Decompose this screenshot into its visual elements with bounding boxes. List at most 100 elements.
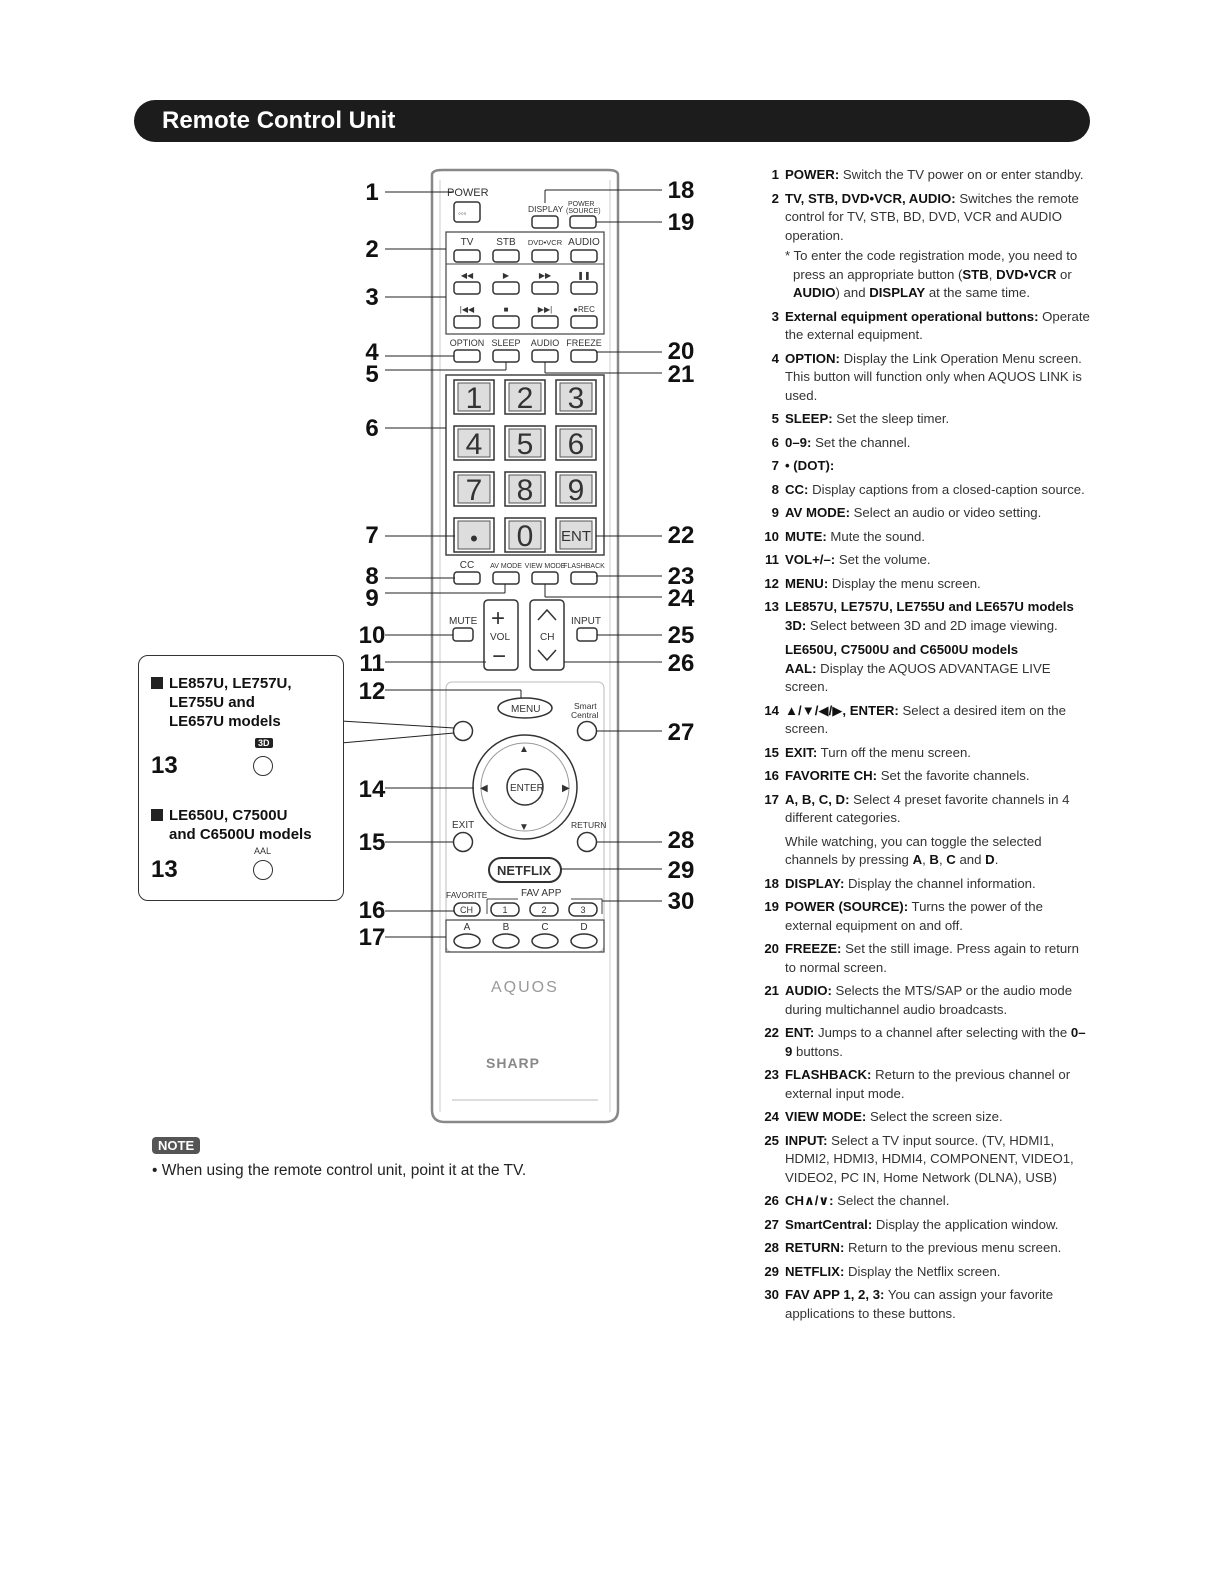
transport-button	[570, 315, 598, 329]
transport-button	[570, 281, 598, 295]
callout-number: 3	[365, 284, 378, 311]
device-button	[570, 249, 598, 263]
fav-app-label: 2	[541, 905, 546, 915]
transport-button	[531, 315, 559, 329]
number-label: 4	[466, 428, 483, 461]
device-button	[453, 249, 481, 263]
svg-text:+: +	[491, 605, 505, 632]
menu-button	[497, 697, 553, 719]
transport-button	[453, 281, 481, 295]
number-label: 7	[466, 474, 483, 507]
device-label: DVD•VCR	[528, 238, 563, 247]
svg-text:INPUT: INPUT	[571, 616, 601, 627]
svg-text:CH: CH	[540, 632, 554, 643]
callout-13a: 13	[151, 752, 178, 779]
callout-number: 23	[668, 563, 695, 590]
fav-app-label: 3	[580, 905, 585, 915]
callout-number: 2	[365, 236, 378, 263]
svg-text:▼: ▼	[519, 822, 529, 833]
abcd-label: A	[464, 922, 471, 933]
3d-button	[253, 756, 273, 776]
svg-text:FAVORITE: FAVORITE	[446, 890, 488, 900]
display-label: DISPLAY	[528, 204, 564, 214]
transport-label: ▶	[503, 271, 510, 280]
callout-number: 5	[365, 361, 378, 388]
device-button	[531, 249, 559, 263]
callout-number: 6	[365, 415, 378, 442]
display-button	[531, 215, 559, 229]
callout-number: 10	[359, 622, 386, 649]
callout-13b: 13	[151, 856, 178, 883]
svg-text:NETFLIX: NETFLIX	[497, 863, 551, 878]
abcd-label: C	[541, 922, 548, 933]
number-label: 9	[568, 474, 585, 507]
abcd-button	[570, 933, 598, 949]
cc-row-label: FLASHBACK	[563, 563, 605, 570]
fav-app-button	[490, 902, 520, 917]
exit-button	[452, 831, 474, 853]
svg-text:ENTER: ENTER	[510, 783, 544, 794]
svg-text:MUTE: MUTE	[449, 616, 478, 627]
aal-button	[253, 860, 273, 880]
option-row-button	[492, 349, 520, 363]
number-row-label: ENT	[561, 528, 591, 545]
transport-label: ■	[504, 305, 509, 314]
cc-row-button	[453, 571, 481, 585]
option-row-button	[453, 349, 481, 363]
callout-number: 21	[668, 361, 695, 388]
fav-app-button	[529, 902, 559, 917]
svg-text:EXIT: EXIT	[452, 820, 474, 831]
mute-button	[452, 627, 474, 642]
svg-text:MENU: MENU	[511, 704, 540, 715]
callout-number: 17	[359, 924, 386, 951]
option-row-label: AUDIO	[531, 338, 560, 348]
enter-button	[506, 768, 544, 806]
callout-number: 11	[359, 650, 384, 677]
cc-row-label: VIEW MODE	[525, 563, 566, 570]
option-row-label: SLEEP	[491, 338, 520, 348]
cc-row-label: CC	[460, 560, 474, 571]
svg-text:RETURN: RETURN	[571, 820, 606, 830]
svg-text:VOL: VOL	[490, 632, 510, 643]
svg-text:POWER: POWER	[568, 201, 594, 208]
number-label: 2	[517, 382, 534, 415]
page-title: Remote Control Unit	[162, 107, 396, 134]
callout-number: 24	[668, 585, 695, 612]
cc-row-button	[531, 571, 559, 585]
callout-number: 16	[359, 897, 386, 924]
transport-button	[453, 315, 481, 329]
svg-text:(SOURCE): (SOURCE)	[566, 208, 601, 215]
svg-text:−: −	[492, 643, 506, 670]
ch-rocker	[529, 599, 565, 671]
abcd-label: D	[580, 922, 587, 933]
transport-label: ▶▶|	[538, 305, 552, 314]
return-button	[576, 831, 598, 853]
power-source-button	[569, 215, 597, 229]
number-label: 5	[517, 428, 534, 461]
3d-badge: 3D	[255, 738, 273, 748]
callout-number: 30	[668, 888, 695, 915]
option-row-button	[531, 349, 559, 363]
number-label: 3	[568, 382, 585, 415]
svg-text:◦◦◦: ◦◦◦	[458, 209, 467, 218]
cc-row-label: AV MODE	[490, 563, 522, 570]
callout-number: 19	[668, 209, 695, 236]
